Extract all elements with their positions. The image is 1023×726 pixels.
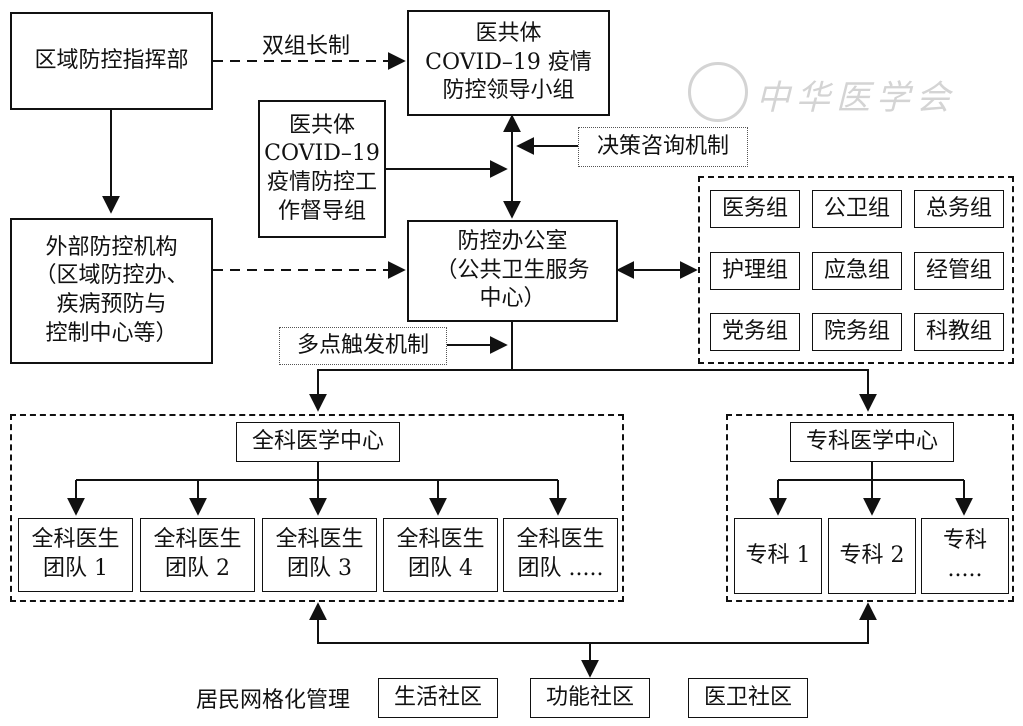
node-inspect: 医共体 COVID–19 疫情防控工 作督导组 bbox=[258, 100, 386, 238]
node-trigger: 多点触发机制 bbox=[279, 327, 447, 365]
node-office: 防控办公室 （公共卫生服务 中心） bbox=[407, 220, 618, 322]
node-leader: 医共体 COVID–19 疫情 防控领导小组 bbox=[407, 10, 610, 116]
special-team: 专科 1 bbox=[734, 518, 822, 594]
node-external: 外部防控机构 （区域防控办、 疾病预防与 控制中心等） bbox=[10, 218, 213, 364]
node-general-center: 全科医学中心 bbox=[236, 422, 400, 462]
node-special-center: 专科医学中心 bbox=[790, 422, 954, 462]
group-box: 公卫组 bbox=[812, 190, 902, 228]
watermark-seal-icon bbox=[688, 62, 748, 122]
community-label: 居民网格化管理 bbox=[196, 688, 351, 713]
special-team: 专科 2 bbox=[828, 518, 916, 594]
edge-community-right bbox=[590, 602, 877, 644]
general-team: 全科医生团队 2 bbox=[140, 518, 255, 592]
group-box: 经管组 bbox=[914, 252, 1004, 290]
edge-label-dual-leader: 双组长制 bbox=[262, 34, 351, 59]
group-box: 应急组 bbox=[812, 252, 902, 290]
node-decision: 决策咨询机制 bbox=[578, 127, 748, 167]
community-box: 医卫社区 bbox=[688, 678, 808, 718]
general-team: 全科医生团队 ..... bbox=[503, 518, 618, 592]
group-box: 医务组 bbox=[710, 190, 800, 228]
general-team: 全科医生团队 3 bbox=[262, 518, 377, 592]
edge-branch-general bbox=[309, 369, 512, 412]
general-team: 全科医生团队 4 bbox=[383, 518, 498, 592]
edge-community-left bbox=[309, 602, 590, 644]
special-team: 专科..... bbox=[921, 518, 1009, 594]
general-region bbox=[10, 414, 624, 602]
edge-branch-special bbox=[512, 369, 877, 412]
watermark-text: 中华医学会 bbox=[756, 78, 956, 118]
group-box: 护理组 bbox=[710, 252, 800, 290]
group-box: 总务组 bbox=[914, 190, 1004, 228]
community-box: 生活社区 bbox=[378, 678, 498, 718]
group-box: 科教组 bbox=[914, 313, 1004, 351]
group-box: 院务组 bbox=[812, 313, 902, 351]
group-box: 党务组 bbox=[710, 313, 800, 351]
community-box: 功能社区 bbox=[530, 678, 650, 718]
special-region bbox=[726, 414, 1014, 602]
node-command: 区域防控指挥部 bbox=[10, 12, 213, 110]
groups-region bbox=[698, 176, 1014, 364]
general-team: 全科医生团队 1 bbox=[18, 518, 133, 592]
